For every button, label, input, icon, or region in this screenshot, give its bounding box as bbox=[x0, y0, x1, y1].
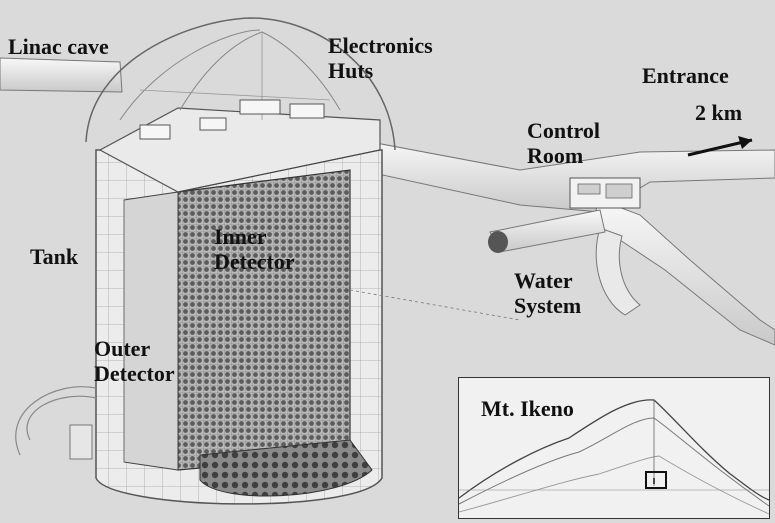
control-room-label-line1: Control bbox=[527, 118, 600, 143]
inner-detector-label: Inner Detector bbox=[214, 224, 295, 274]
inner-detector-label-line2: Detector bbox=[214, 249, 295, 274]
linac-cave-label: Linac cave bbox=[8, 34, 109, 59]
outer-detector-label-line2: Detector bbox=[94, 361, 175, 386]
electronics-huts-label-line2: Huts bbox=[328, 58, 374, 83]
control-room-label: Control Room bbox=[527, 118, 600, 168]
inner-detector-label-line1: Inner bbox=[214, 224, 267, 249]
mountain-profile bbox=[459, 399, 769, 515]
detector-location-box bbox=[645, 471, 667, 489]
distance-label: 2 km bbox=[695, 100, 743, 125]
mt-ikeno-label: Mt. Ikeno bbox=[481, 396, 574, 421]
entrance-label: Entrance bbox=[642, 63, 729, 88]
electronics-huts-label-line1: Electronics bbox=[328, 33, 433, 58]
tank-label: Tank bbox=[30, 244, 79, 269]
outer-detector-label-line1: Outer bbox=[94, 336, 151, 361]
dome bbox=[85, 17, 396, 151]
control-room-label-line2: Room bbox=[527, 143, 584, 168]
mountain-inset: Mt. Ikeno bbox=[458, 377, 770, 519]
water-system-label-line1: Water bbox=[514, 268, 573, 293]
access-tunnel bbox=[359, 139, 775, 213]
water-system-label: Water System bbox=[514, 268, 581, 318]
outer-detector-label: Outer Detector bbox=[94, 336, 175, 386]
electronics-huts-label: Electronics Huts bbox=[328, 33, 433, 83]
inner-detector-wall bbox=[177, 169, 351, 471]
water-system-label-line2: System bbox=[514, 293, 582, 318]
